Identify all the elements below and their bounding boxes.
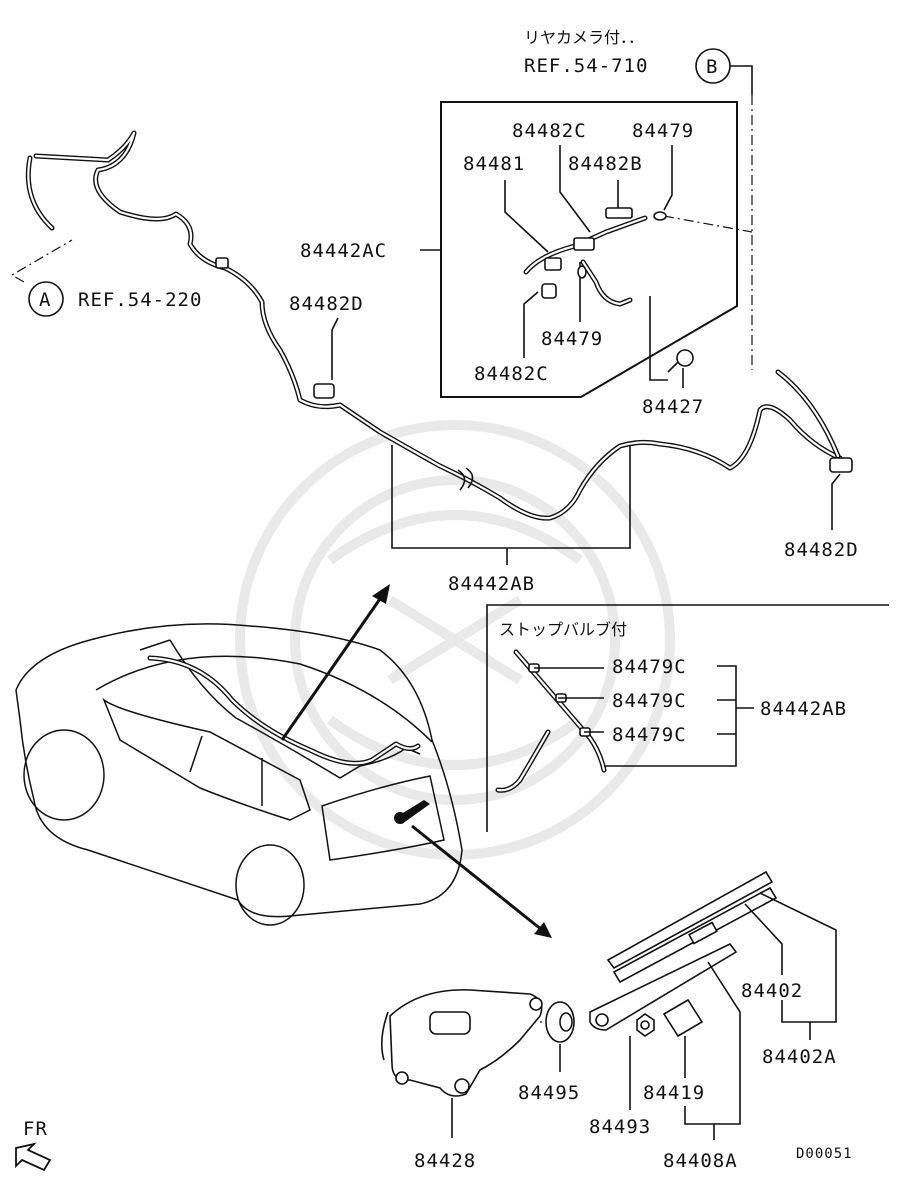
circle-b-letter: B <box>706 56 718 78</box>
ref-b-label: REF.54-710 <box>524 55 648 77</box>
part-84419-cap <box>662 998 704 1038</box>
circle-b-marker: B <box>695 48 731 84</box>
label-84482C-top: 84482C <box>512 120 587 142</box>
wiper-blade-84402 <box>606 870 778 984</box>
vehicle-illustration <box>15 623 463 926</box>
part-84427-clip <box>667 349 694 373</box>
stop-valve-note: ストップバルブ付 <box>499 620 627 639</box>
label-84479C-3: 84479C <box>612 724 687 746</box>
circle-a-letter: A <box>39 289 51 311</box>
main-washer-hose <box>25 130 853 521</box>
pointer-arrow-up <box>280 584 390 741</box>
label-84479C-1: 84479C <box>612 656 687 678</box>
label-84442AB-inset: 84442AB <box>760 698 847 720</box>
label-84428: 84428 <box>414 1150 476 1172</box>
diagram-code: D00051 <box>796 1146 853 1162</box>
label-84402A: 84402A <box>762 1046 837 1068</box>
part-84495-cover <box>545 1001 575 1043</box>
label-84493: 84493 <box>589 1116 651 1138</box>
inset-hose-assembly <box>523 207 667 307</box>
label-84479C-2: 84479C <box>612 690 687 712</box>
label-84482D-right: 84482D <box>784 539 859 561</box>
label-84442AB-main: 84442AB <box>448 573 535 595</box>
ref-a-label: REF.54-220 <box>78 289 202 311</box>
part-84493-nut <box>636 1013 655 1037</box>
wiper-motor-84428 <box>380 989 543 1097</box>
fr-label: FR <box>23 1118 48 1140</box>
label-84479-top: 84479 <box>632 120 694 142</box>
label-84427: 84427 <box>642 396 704 418</box>
wiper-arm-84408A <box>589 942 738 1031</box>
inset-box-84442AC <box>440 101 738 398</box>
label-84442AC: 84442AC <box>300 240 387 262</box>
label-84479-mid: 84479 <box>541 328 603 350</box>
label-84482D-left: 84482D <box>289 293 364 315</box>
label-84482C-bot: 84482C <box>474 363 549 385</box>
label-84495: 84495 <box>518 1082 580 1104</box>
label-84481: 84481 <box>463 153 525 175</box>
fr-arrow-icon <box>15 1142 52 1172</box>
label-84408A: 84408A <box>663 1150 738 1172</box>
rear-camera-note: リヤカメラ付．． <box>524 28 644 47</box>
label-84419: 84419 <box>643 1082 705 1104</box>
label-84482B: 84482B <box>568 153 643 175</box>
circle-a-marker: A <box>28 281 64 317</box>
label-84402: 84402 <box>741 980 803 1002</box>
pointer-arrow-down <box>411 824 552 938</box>
watermark <box>235 420 675 860</box>
